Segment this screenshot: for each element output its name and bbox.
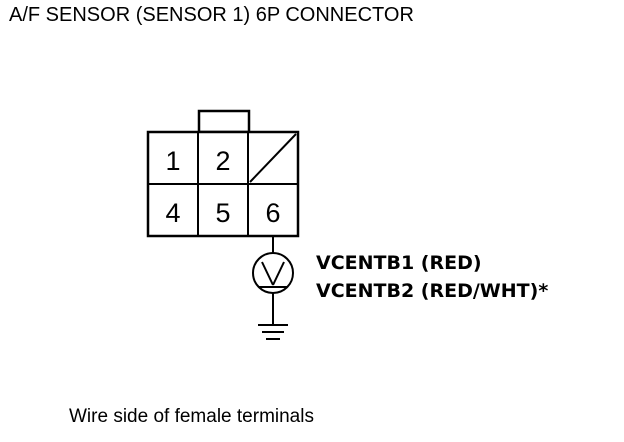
empty-cavity-slash — [249, 133, 297, 183]
terminal-5: 5 — [215, 198, 230, 228]
voltmeter-icon — [252, 252, 294, 294]
terminal-6: 6 — [265, 198, 280, 228]
diagram-caption: Wire side of female terminals — [69, 406, 314, 427]
connector-lock-tab — [197, 109, 251, 134]
diagram-title: A/F SENSOR (SENSOR 1) 6P CONNECTOR — [9, 4, 414, 26]
ground-icon — [258, 324, 288, 340]
terminal-4: 4 — [165, 198, 180, 228]
terminal-2: 2 — [215, 146, 230, 176]
terminal-1: 1 — [165, 146, 180, 176]
wire-label-vcentb1: VCENTB1 (RED) — [316, 252, 482, 274]
wire-label-vcentb2: VCENTB2 (RED/WHT)* — [316, 280, 549, 302]
